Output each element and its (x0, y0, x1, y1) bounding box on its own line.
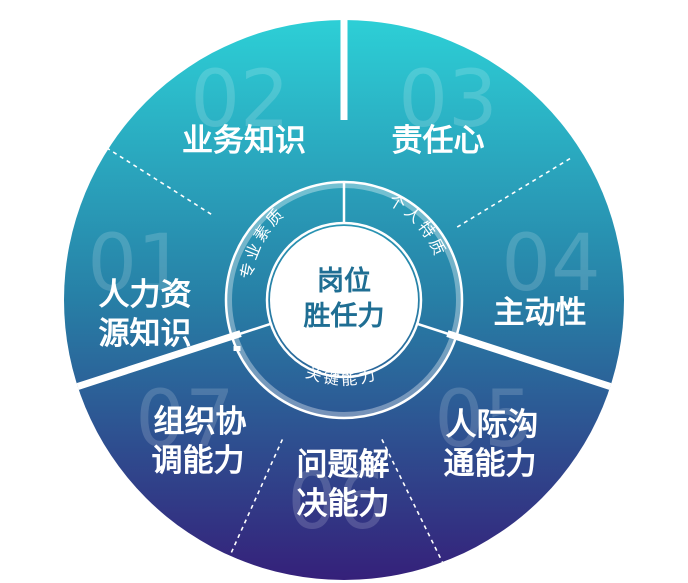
divider-left (76, 330, 242, 390)
segment-label-line1: 组织协 (154, 404, 247, 440)
center-label-line2: 胜任力 (304, 301, 385, 332)
center-circle (270, 226, 418, 374)
segment-label-line2: 调能力 (152, 443, 245, 479)
segment-03: 03 责任心 (392, 55, 498, 159)
dashed-divider-06-07 (229, 439, 284, 556)
dashed-divider-03-04 (456, 156, 574, 228)
segment-label-line1: 主动性 (494, 295, 587, 331)
segment-label-line1: 责任心 (392, 123, 485, 159)
segment-07: 07 组织协 调能力 (135, 375, 246, 479)
ring-dividers (231, 182, 457, 338)
segment-label-line2: 通能力 (444, 446, 537, 482)
segment-number: 07 (135, 375, 234, 465)
segment-number: 02 (190, 55, 289, 145)
dashed-divider-05-06 (381, 439, 444, 563)
segment-01: 01 人力资 源知识 (87, 219, 191, 352)
dashed-dividers (101, 144, 574, 563)
dashed-divider-01-02 (101, 144, 212, 215)
segment-05: 05 人际沟 通能力 (434, 375, 538, 482)
divider-right (446, 330, 612, 390)
segment-label-line1: 人际沟 (446, 407, 539, 443)
segment-02: 02 业务知识 (182, 55, 306, 159)
segment-label-line1: 业务知识 (182, 123, 306, 159)
center-label-line1: 岗位 (317, 265, 371, 297)
segment-number: 03 (398, 55, 497, 145)
segment-number: 05 (434, 375, 533, 465)
segment-06: 06 问题解 决能力 (287, 447, 389, 547)
segment-label-line1: 人力资 (99, 277, 192, 313)
segment-label-line2: 源知识 (99, 316, 192, 352)
segment-label-line1: 问题解 (297, 447, 390, 483)
segment-number: 04 (501, 219, 600, 309)
segment-number: 01 (87, 219, 186, 309)
segment-04: 04 主动性 (494, 219, 601, 331)
segment-label-line2: 决能力 (297, 486, 390, 522)
segment-number: 06 (287, 457, 386, 547)
